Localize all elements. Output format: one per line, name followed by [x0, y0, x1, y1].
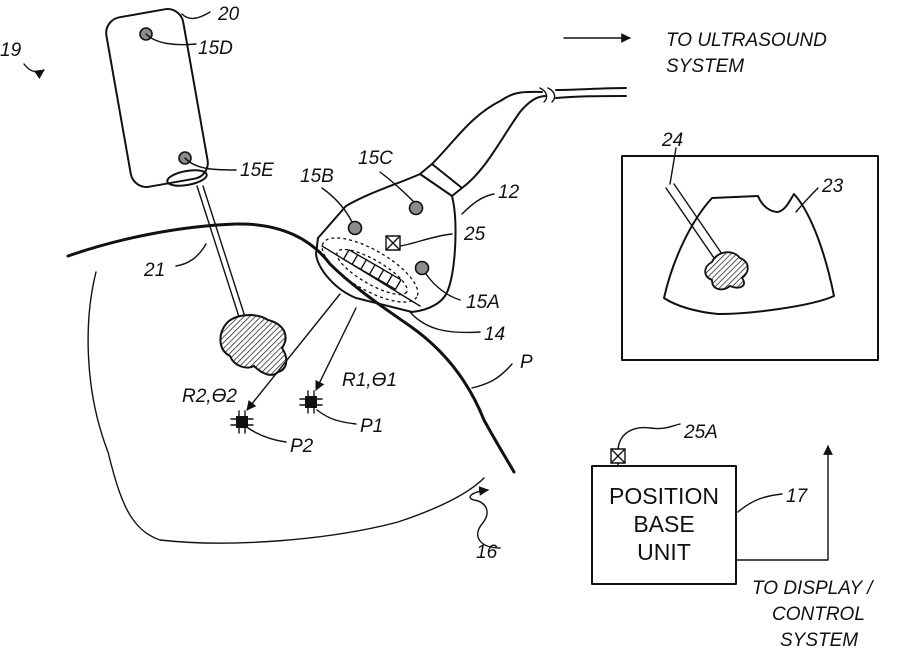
needle-handle [104, 7, 211, 190]
label-p2: P2 [290, 436, 314, 457]
leader-15d [146, 34, 196, 45]
leader-12 [462, 194, 494, 214]
leader-25a [618, 424, 680, 449]
cable-break-mark [540, 88, 555, 102]
patient-inner-outline [88, 272, 484, 543]
leader-17 [738, 494, 782, 512]
label-15b: 15B [300, 166, 334, 187]
label-20: 20 [217, 4, 240, 25]
label-14: 14 [484, 324, 505, 345]
ultrasound-image-sector [664, 194, 834, 314]
label-25a: 25A [683, 422, 718, 443]
label-16: 16 [476, 542, 498, 563]
leader-25 [400, 234, 452, 246]
leader-14 [410, 312, 480, 332]
sensor-15a-dot [416, 262, 429, 275]
leader-p [472, 364, 512, 388]
leader-24 [670, 148, 676, 184]
label-p: P [520, 352, 533, 373]
label-19: 19 [0, 40, 22, 61]
base-unit-line3: UNIT [637, 539, 691, 565]
probe-sensor-25-icon [386, 236, 400, 250]
display-tissue-image [705, 252, 748, 289]
label-24: 24 [661, 130, 683, 151]
to-display-line3: SYSTEM [780, 630, 858, 651]
leader-p1 [317, 410, 356, 424]
to-display-line2: CONTROL [772, 604, 865, 625]
probe-cable [502, 92, 546, 112]
label-r2-theta2: R2,ϴ2 [182, 386, 237, 407]
to-display-line1: TO DISPLAY / [752, 578, 874, 599]
needle-shaft-left [197, 186, 240, 320]
point-p1-marker [300, 391, 322, 413]
to-ultrasound-line1: TO ULTRASOUND [666, 30, 827, 51]
cable-tail [556, 88, 626, 98]
label-21: 21 [143, 260, 165, 281]
base-sensor-25a-icon [611, 449, 625, 466]
leader-21 [176, 244, 206, 266]
leader-15e [185, 158, 236, 170]
leader-15a [426, 274, 460, 300]
leader-p2 [248, 428, 286, 442]
needle-shaft-right [203, 186, 246, 320]
probe-collar [420, 164, 462, 196]
to-ultrasound-line2: SYSTEM [666, 56, 744, 77]
label-23: 23 [821, 176, 844, 197]
label-15e: 15E [240, 160, 274, 181]
base-unit-line1: POSITION [609, 483, 719, 509]
leader-16 [470, 490, 500, 548]
leader-19 [24, 64, 44, 72]
target-tissue [220, 315, 286, 375]
label-r1-theta1: R1,ϴ1 [342, 370, 397, 391]
label-p1: P1 [360, 416, 383, 437]
label-17: 17 [786, 486, 809, 507]
label-15a: 15A [466, 292, 500, 313]
label-25: 25 [463, 224, 486, 245]
sensor-15c-dot [410, 202, 423, 215]
base-unit-line2: BASE [633, 511, 694, 537]
patient-skin-outline [68, 224, 514, 472]
label-12: 12 [498, 182, 520, 203]
leader-20 [182, 12, 210, 18]
label-15d: 15D [198, 38, 233, 59]
sensor-15b-dot [349, 222, 362, 235]
label-15c: 15C [358, 148, 393, 169]
